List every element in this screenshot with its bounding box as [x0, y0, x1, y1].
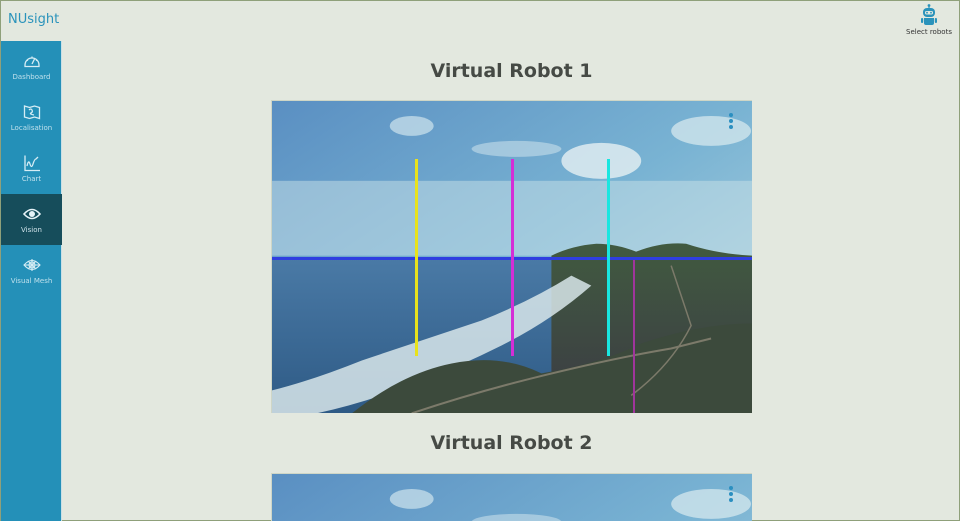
- sidebar-item-chart[interactable]: Chart: [1, 143, 62, 194]
- robot-camera-feed[interactable]: [271, 473, 752, 521]
- vision-main-panel[interactable]: Virtual Robot 1: [63, 41, 960, 521]
- select-robots-button[interactable]: Select robots: [903, 4, 955, 40]
- speedometer-icon: [23, 56, 40, 68]
- sidebar-item-label: Vision: [21, 226, 42, 234]
- robot-icon: [921, 4, 937, 25]
- sidebar-item-localisation[interactable]: Localisation: [1, 92, 62, 143]
- magenta-goal-line: [511, 159, 514, 356]
- robot-title: Virtual Robot 1: [430, 60, 593, 82]
- sidebar-item-label: Localisation: [10, 124, 53, 132]
- robot-camera-feed[interactable]: [271, 100, 752, 413]
- camera-image: [272, 474, 752, 521]
- mesh-eye-icon: [22, 259, 41, 271]
- more-vertical-icon[interactable]: [727, 486, 735, 502]
- sidebar-item-label: Dashboard: [12, 73, 51, 81]
- cyan-goal-line: [607, 159, 610, 356]
- sidebar-item-label: Visual Mesh: [10, 277, 53, 285]
- map-icon: [23, 105, 40, 120]
- more-vertical-icon[interactable]: [727, 113, 735, 129]
- robot-title: Virtual Robot 2: [430, 432, 593, 454]
- top-bar: NUsight Select robots: [1, 1, 959, 41]
- sidebar-item-label: Chart: [21, 175, 42, 183]
- purple-thin-line: [633, 260, 635, 413]
- select-robots-label: Select robots: [906, 28, 952, 36]
- yellow-goal-line: [415, 159, 418, 356]
- sidebar-item-dashboard[interactable]: Dashboard: [1, 41, 62, 92]
- sidebar-item-vision[interactable]: Vision: [1, 194, 62, 245]
- sidebar-item-visual-mesh[interactable]: Visual Mesh: [1, 245, 62, 296]
- sidebar-nav: Dashboard Localisation Chart Vision: [1, 41, 62, 521]
- eye-icon: [22, 208, 41, 220]
- line-chart-icon: [23, 155, 40, 172]
- app-title[interactable]: NUsight: [8, 12, 60, 27]
